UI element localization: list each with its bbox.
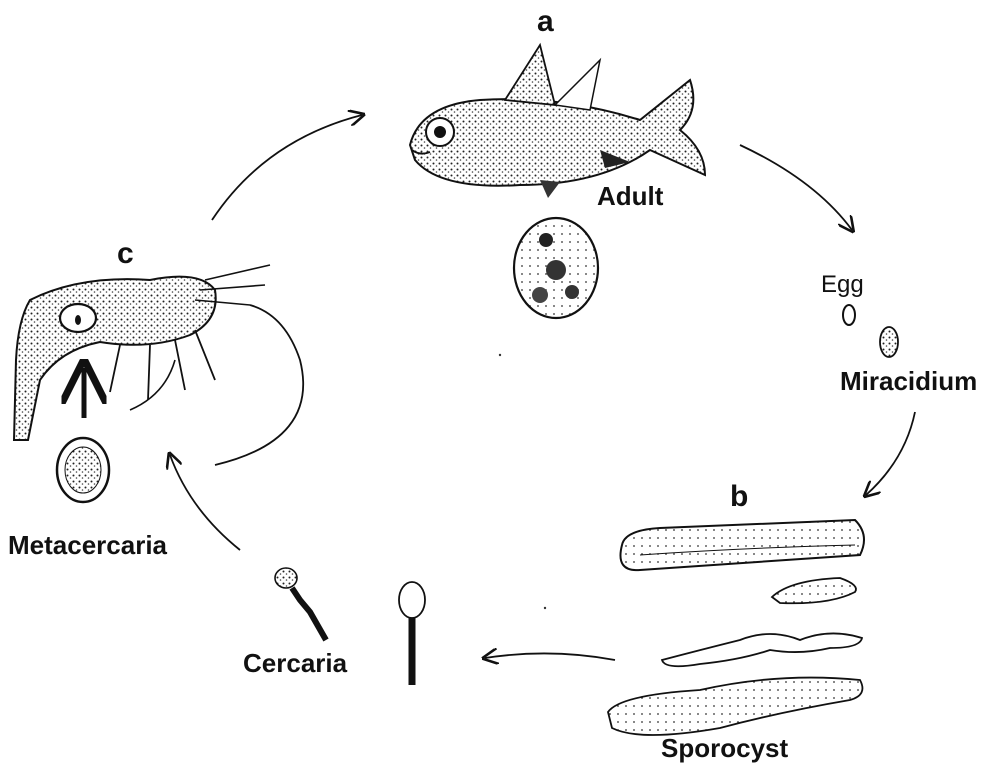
egg-illustration xyxy=(843,305,855,325)
arrow-metacercaria-to-adult xyxy=(212,115,362,220)
stage-letter-a: a xyxy=(537,5,554,39)
arrow-sporocyst-to-cercaria xyxy=(485,653,615,660)
egg-label: Egg xyxy=(821,271,864,299)
arrow-cercaria-to-metacercaria xyxy=(170,455,240,550)
stage-letter-c: c xyxy=(117,237,134,271)
stage-letter-b: b xyxy=(730,480,748,514)
adult-fish-illustration xyxy=(410,45,705,198)
miracidium-illustration xyxy=(880,327,898,357)
metacercaria-label: Metacercaria xyxy=(8,530,167,561)
shrimp-host-illustration xyxy=(14,265,270,440)
arrow-into-shrimp-loop xyxy=(215,305,303,465)
metacercaria-illustration xyxy=(57,438,109,502)
miracidium-label: Miracidium xyxy=(840,366,977,397)
snail-host-illustration xyxy=(620,520,864,570)
adult-label: Adult xyxy=(597,181,663,212)
adult-fluke-illustration xyxy=(514,218,598,318)
cercaria-label: Cercaria xyxy=(243,648,347,679)
sporocyst-illustrations xyxy=(608,578,862,735)
arrow-adult-to-egg xyxy=(740,145,852,230)
sporocyst-label: Sporocyst xyxy=(661,733,788,764)
arrow-miracidium-to-sporocyst xyxy=(866,412,915,495)
